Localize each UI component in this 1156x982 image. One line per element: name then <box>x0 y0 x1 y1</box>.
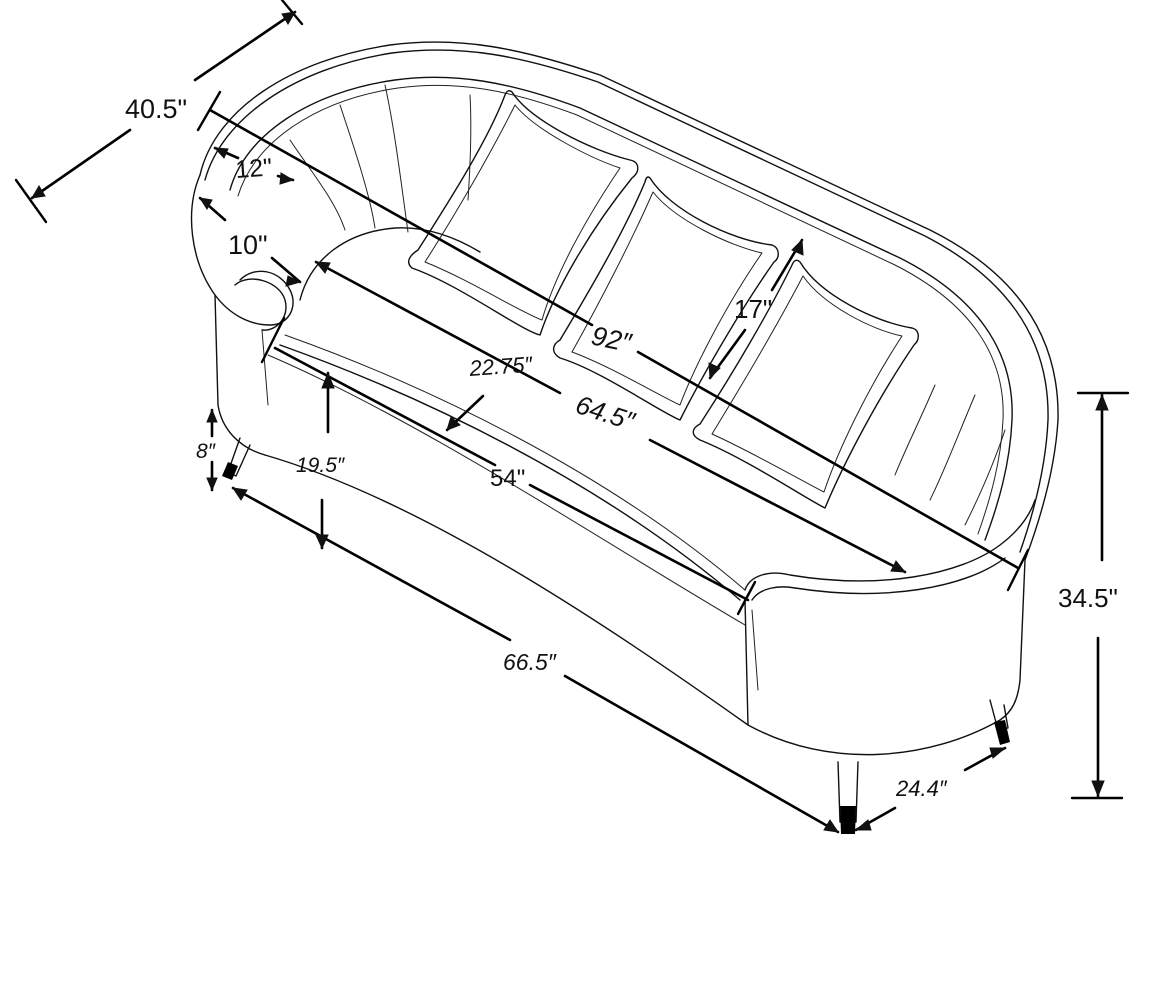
dim-line-base-length-2 <box>563 674 840 834</box>
seat-front-edge <box>279 344 741 601</box>
channel-4 <box>467 94 472 201</box>
dim-line-length-overall <box>208 108 594 327</box>
pillow-3 <box>692 259 919 509</box>
dim-line-back-inner <box>314 260 562 395</box>
label-pillow-height: 17" <box>734 294 772 324</box>
channel-2 <box>339 104 376 229</box>
arrow-pillow-top <box>791 238 804 256</box>
arrow-pillow-bottom <box>708 362 721 380</box>
channel-7 <box>964 429 1006 526</box>
arrow-base-right <box>823 819 840 833</box>
label-depth-overall: 40.5" <box>125 94 187 124</box>
dim-line-depth-lower <box>30 128 132 200</box>
leg-left-front-foot <box>222 462 238 480</box>
dim-line-length-overall-2 <box>636 350 1020 570</box>
pillow-1-inner <box>424 104 621 321</box>
legs <box>222 437 1010 834</box>
left-arm-roll <box>234 278 287 331</box>
dimension-lines <box>14 0 1130 834</box>
dim-line-depth-upper <box>193 10 297 82</box>
label-arm-inner: 10" <box>228 230 268 260</box>
channel-5 <box>894 384 936 476</box>
leg-right-back-foot <box>994 720 1010 745</box>
arrow-depth-bottom <box>31 185 46 199</box>
arrow-arm-width-left <box>213 147 229 159</box>
dim-tick-seat-left <box>260 316 286 364</box>
label-height-overall: 34.5" <box>1058 583 1118 613</box>
arrow-leg-down <box>206 477 218 492</box>
label-seat-depth: 22.75″ <box>468 352 535 381</box>
left-arm-front <box>214 294 266 456</box>
right-arm-2 <box>751 557 1006 601</box>
arrow-arm-inner <box>285 275 302 287</box>
label-seat-height: 19.5″ <box>296 454 346 477</box>
channel-6 <box>929 394 976 501</box>
sofa-outline <box>190 41 1059 756</box>
dim-line-base-length <box>231 486 512 642</box>
label-length-overall: 92″ <box>589 321 635 359</box>
dim-line-arm-inner-2 <box>270 256 302 284</box>
arrow-seat-height-up <box>321 371 335 389</box>
leg-right-front-foot <box>840 806 856 834</box>
seat-cushion <box>299 227 481 301</box>
dim-tick-depth-bottom <box>14 178 48 224</box>
arrow-arm-width <box>279 172 295 185</box>
dim-tick-length-left <box>196 90 222 132</box>
arrow-depth-top <box>281 11 296 25</box>
arrow-base-depth-left <box>854 819 872 831</box>
dim-line-back-inner-2 <box>648 438 907 574</box>
arrow-leg-up <box>206 408 218 423</box>
pillow-1 <box>408 90 639 336</box>
seat-front-edge-2 <box>284 334 746 591</box>
back-rim-outer-2 <box>204 49 1049 553</box>
dim-tick-length-right <box>1006 548 1030 592</box>
arrow-seat-depth <box>446 416 461 431</box>
label-arm-width: 12" <box>234 153 273 183</box>
back-rim-outer <box>199 41 1059 561</box>
dimension-labels: 40.5" 12" 10" 92″ 17" 22.75″ 64.5″ 19.5″… <box>125 94 1118 801</box>
back-rim-inner-2 <box>237 84 1004 535</box>
pillows <box>408 90 919 509</box>
label-seat-length: 54" <box>490 465 525 492</box>
label-base-depth: 24.4″ <box>895 776 948 801</box>
arrow-base-left <box>231 487 248 501</box>
arrow-back-inner-left <box>314 261 331 274</box>
label-base-length: 66.5″ <box>503 649 557 675</box>
right-arm-crease <box>751 609 759 691</box>
right-side <box>1019 559 1026 681</box>
back-rim-inner <box>229 76 1013 541</box>
pillow-2 <box>552 176 779 421</box>
pillow-3-inner <box>711 275 903 493</box>
dim-tick-seat-right <box>736 580 757 616</box>
label-back-inner: 64.5″ <box>572 389 639 436</box>
arrow-height-top <box>1095 393 1109 411</box>
arrow-arm-inner-left <box>198 197 213 210</box>
right-arm-front <box>744 599 749 726</box>
dim-line-seat-length-2 <box>528 483 750 602</box>
arrow-back-inner-right <box>890 560 907 573</box>
label-leg-height: 8″ <box>196 440 217 463</box>
left-arm <box>190 174 294 326</box>
channel-1 <box>289 139 346 231</box>
left-arm-crease <box>261 329 269 406</box>
channel-3 <box>384 84 409 233</box>
arrow-height-bottom <box>1091 780 1105 798</box>
right-arm <box>744 499 1036 591</box>
arrow-seat-height-down <box>315 534 329 550</box>
base-front <box>264 454 1021 756</box>
pillow-2-inner <box>571 191 763 406</box>
dim-line-seat-length <box>273 346 497 467</box>
arrow-base-depth-right <box>989 747 1007 759</box>
